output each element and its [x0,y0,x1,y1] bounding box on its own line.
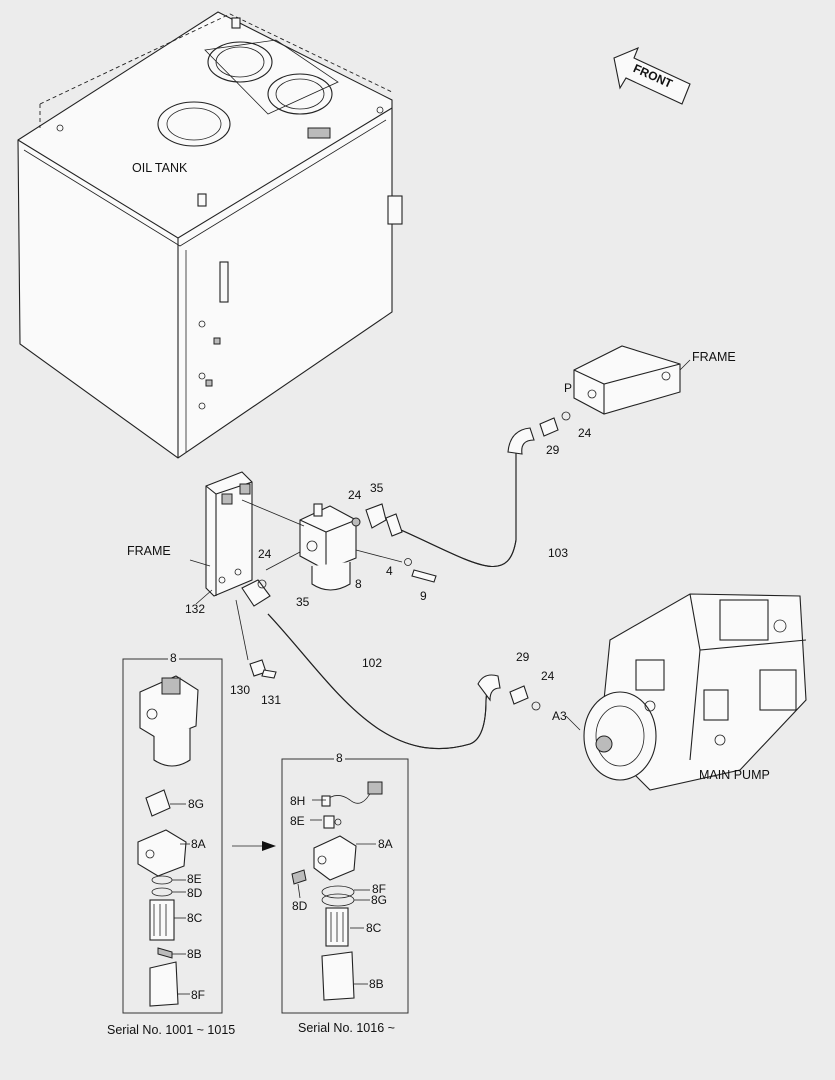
callout-new-8d: 8D [292,899,308,913]
callout-24-top: 24 [578,426,592,440]
frame-right-label: FRAME [692,350,736,364]
main-pump-drawing [583,593,807,791]
hose-102 [241,579,541,750]
callout-old-8a: 8A [191,837,206,851]
callout-old-8f: 8F [191,988,206,1002]
main-pump-label: MAIN PUMP [699,768,770,782]
oil-tank-drawing [17,11,403,459]
detail-box-old [122,658,223,1014]
serial-old-label: Serial No. 1001 ~ 1015 [107,1023,236,1037]
callout-132: 132 [185,602,206,616]
callout-new-8b: 8B [369,977,384,991]
callout-new-8g: 8G [371,893,388,907]
callout-29-top: 29 [546,443,560,457]
hose-103 [385,411,571,567]
callout-24-mid: 24 [348,488,362,502]
callout-35-mid: 35 [370,481,384,495]
callout-a3: A3 [552,709,567,723]
callout-103: 103 [548,546,569,560]
frame-left-label: FRAME [127,544,171,558]
callout-old-8g: 8G [188,797,205,811]
callout-130: 130 [230,683,251,697]
callout-102: 102 [362,656,383,670]
callout-new-8e: 8E [290,814,305,828]
callout-box-old-8: 8 [168,651,179,665]
callout-p: P [564,381,573,395]
frame-plate-left [205,471,253,597]
callout-4: 4 [386,564,393,578]
detail-box-new [281,758,409,1014]
callout-new-8c: 8C [366,921,382,935]
fittings [249,558,437,679]
callout-old-8b: 8B [187,947,202,961]
oil-tank-label: OIL TANK [132,161,188,175]
leader-lines [189,359,691,731]
filter-valve-assembly [299,503,387,591]
callout-box-new-8: 8 [334,751,345,765]
callout-29-low: 29 [516,650,530,664]
callout-35-left: 35 [296,595,310,609]
callout-8-main: 8 [355,577,362,591]
callout-old-8d: 8D [187,886,203,900]
callout-new-8f: 8F [372,882,387,896]
callout-131: 131 [261,693,282,707]
callout-9: 9 [420,589,427,603]
callout-old-8e: 8E [187,872,202,886]
callout-old-8c: 8C [187,911,203,925]
serial-new-label: Serial No. 1016 ~ [298,1021,395,1035]
transition-arrow [232,841,276,851]
frame-bracket-right [573,345,681,415]
front-arrow [613,46,691,105]
callout-24-low: 24 [541,669,555,683]
callout-new-8h: 8H [290,794,306,808]
callout-new-8a: 8A [378,837,393,851]
callout-24-left: 24 [258,547,272,561]
